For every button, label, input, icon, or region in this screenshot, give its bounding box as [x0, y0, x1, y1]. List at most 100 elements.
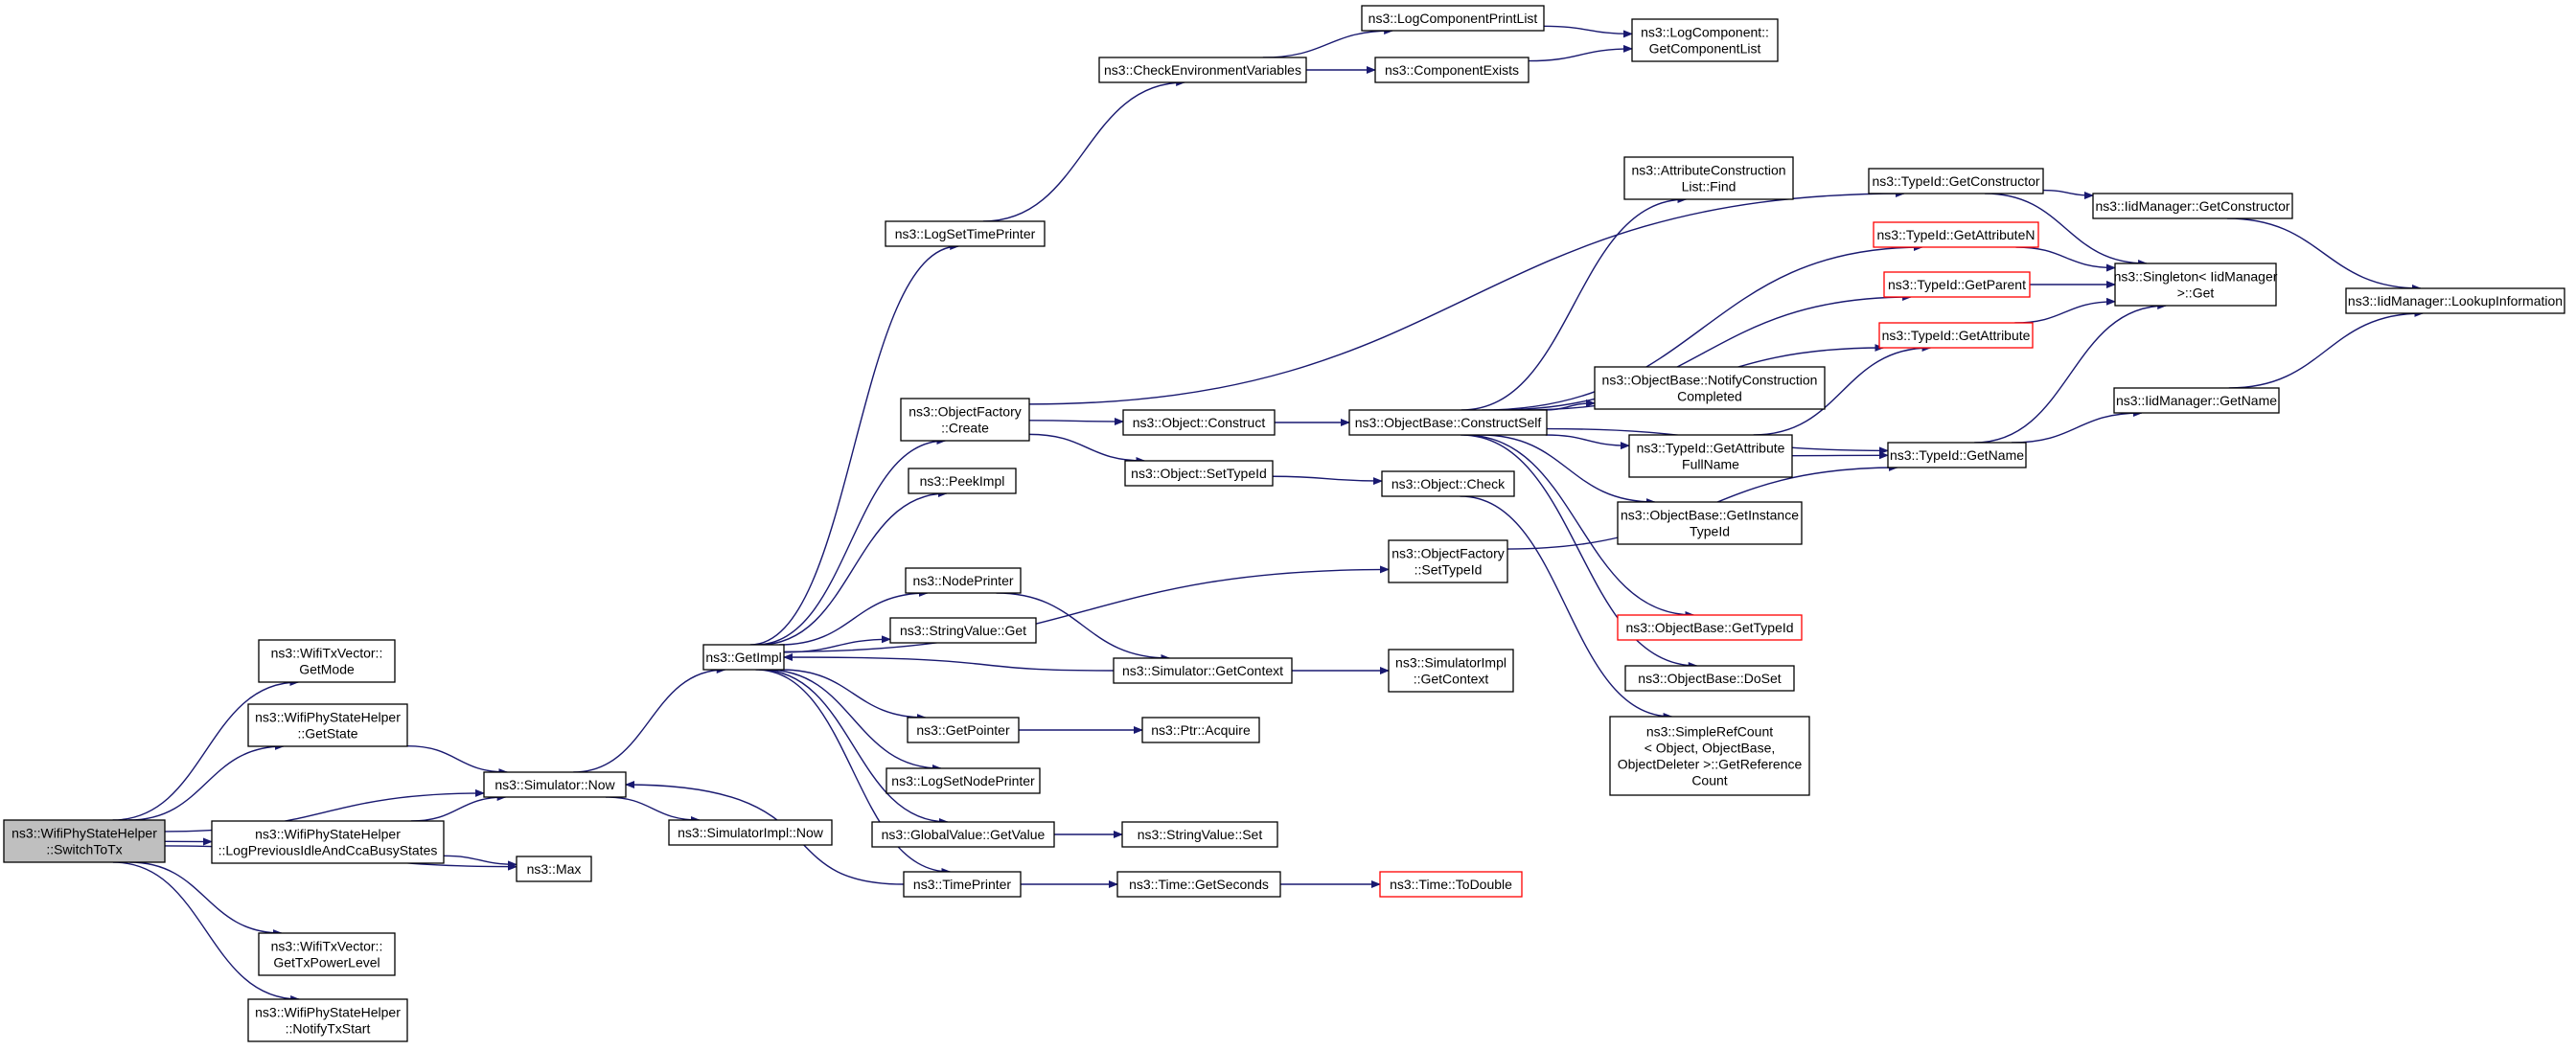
node-wpsh-logprev[interactable]: ns3::WifiPhyStateHelper::LogPreviousIdle… — [211, 820, 445, 864]
node-label: ns3::WifiPhyStateHelper — [12, 826, 157, 841]
node-timeprinter[interactable]: ns3::TimePrinter — [903, 871, 1022, 898]
node-label: FullName — [1682, 457, 1739, 472]
edge-getimpl-to-logsettimeprinter — [749, 242, 960, 646]
node-max[interactable]: ns3::Max — [516, 856, 592, 882]
node-label: ns3::Ptr::Acquire — [1151, 722, 1251, 738]
call-edges — [112, 25, 2425, 1003]
node-box — [247, 998, 408, 1042]
edge-getimpl-to-nodeprinter — [779, 589, 929, 646]
node-box — [1141, 717, 1260, 743]
node-label: ns3::ObjectBase::NotifyConstruction — [1602, 373, 1818, 388]
node-getpointer[interactable]: ns3::GetPointer — [907, 717, 1020, 743]
node-label: Count — [1691, 773, 1727, 788]
node-label: ::GetContext — [1414, 672, 1489, 687]
node-label: ns3::LogSetNodePrinter — [891, 773, 1035, 788]
edge-objfactory_create-to-object_construct — [1028, 418, 1124, 426]
node-wpsh-getstate[interactable]: ns3::WifiPhyStateHelper::GetState — [247, 703, 408, 747]
node-wifitx-getmode[interactable]: ns3::WifiTxVector::GetMode — [258, 639, 396, 683]
node-label: ns3::Time::GetSeconds — [1129, 877, 1269, 892]
edge-sim_getcontext-to-getimpl — [783, 653, 1115, 672]
node-iidmanager-getname[interactable]: ns3::IidManager::GetName — [2113, 387, 2280, 414]
node-logsetnodeprinter[interactable]: ns3::LogSetNodePrinter — [886, 767, 1041, 794]
node-box — [1873, 221, 2039, 248]
node-object-construct[interactable]: ns3::Object::Construct — [1122, 409, 1276, 436]
node-simimpl-getcontext[interactable]: ns3::SimulatorImpl::GetContext — [1388, 649, 1514, 693]
node-simimpl-now[interactable]: ns3::SimulatorImpl::Now — [668, 819, 833, 846]
node-typeid-getname[interactable]: ns3::TypeId::GetName — [1887, 442, 2027, 468]
node-singleton-get[interactable]: ns3::Singleton< IidManager >::Get — [2114, 262, 2278, 307]
node-iidmanager-getconstructor[interactable]: ns3::IidManager::GetConstructor — [2092, 193, 2293, 219]
edge-iidmanager_getconstructor-to-iidmanager_lookupinfo — [2226, 217, 2423, 292]
node-box — [1374, 57, 1530, 83]
node-objbase-gettypeid[interactable]: ns3::ObjectBase::GetTypeId — [1617, 614, 1803, 641]
edge-getimpl-to-globalvalue_getvalue — [759, 669, 949, 826]
node-box — [668, 819, 833, 846]
node-simplerefcount[interactable]: ns3::SimpleRefCount< Object, ObjectBase,… — [1609, 716, 1810, 796]
node-box — [1388, 539, 1508, 583]
node-nodeprinter[interactable]: ns3::NodePrinter — [905, 567, 1022, 594]
node-stringvalue-get[interactable]: ns3::StringValue::Get — [889, 617, 1037, 644]
node-box — [1887, 442, 2027, 468]
node-label: >::Get — [2177, 285, 2215, 301]
node-root[interactable]: ns3::WifiPhyStateHelper::SwitchToTx — [3, 819, 166, 863]
edge-getimpl-to-timeprinter — [755, 669, 952, 876]
node-label: ns3::TimePrinter — [913, 877, 1012, 892]
node-stringvalue-set[interactable]: ns3::StringValue::Set — [1121, 821, 1278, 848]
node-time-getseconds[interactable]: ns3::Time::GetSeconds — [1116, 871, 1281, 898]
node-logcomp-getlist[interactable]: ns3::LogComponent::GetComponentList — [1631, 18, 1779, 62]
edge-objbase_constructself-to-typeid_getattrfullname — [1545, 434, 1630, 450]
node-label: ObjectDeleter >::GetReference — [1618, 757, 1803, 772]
node-label: ns3::SimulatorImpl::Now — [678, 825, 824, 840]
node-logsettimeprinter[interactable]: ns3::LogSetTimePrinter — [885, 220, 1046, 247]
node-label: ns3::WifiTxVector:: — [271, 646, 383, 661]
edge-wpsh_getstate-to-sim_now — [406, 745, 509, 776]
node-objbase-doset[interactable]: ns3::ObjectBase::DoSet — [1624, 665, 1795, 692]
node-typeid-getparent[interactable]: ns3::TypeId::GetParent — [1883, 271, 2031, 298]
node-box — [2114, 262, 2277, 307]
node-typeid-getconstructor[interactable]: ns3::TypeId::GetConstructor — [1868, 168, 2044, 194]
edge-logcompprintlist-to-logcomp_getlist — [1543, 25, 1633, 38]
node-checkenv[interactable]: ns3::CheckEnvironmentVariables — [1098, 57, 1307, 83]
node-objbase-constructself[interactable]: ns3::ObjectBase::ConstructSelf — [1348, 409, 1548, 436]
node-getimpl[interactable]: ns3::GetImpl — [702, 644, 785, 671]
node-ptr-acquire[interactable]: ns3::Ptr::Acquire — [1141, 717, 1260, 743]
node-logcompprintlist[interactable]: ns3::LogComponentPrintList — [1361, 5, 1545, 32]
node-box — [247, 703, 408, 747]
node-label: ns3::ObjectFactory — [1392, 546, 1505, 561]
node-compexists[interactable]: ns3::ComponentExists — [1374, 57, 1530, 83]
node-peekimpl[interactable]: ns3::PeekImpl — [908, 468, 1017, 494]
node-globalvalue-getvalue[interactable]: ns3::GlobalValue::GetValue — [871, 821, 1055, 848]
node-typeid-getattributen[interactable]: ns3::TypeId::GetAttributeN — [1873, 221, 2039, 248]
node-box — [1594, 366, 1826, 410]
edge-root-to-wpsh_notifytxstart — [112, 861, 301, 1003]
node-objbase-notifyconst[interactable]: ns3::ObjectBase::NotifyConstructionCompl… — [1594, 366, 1826, 410]
node-objfactory-create[interactable]: ns3::ObjectFactory::Create — [900, 398, 1030, 442]
node-box — [1617, 501, 1803, 545]
node-iidmanager-lookupinfo[interactable]: ns3::IidManager::LookupInformation — [2345, 287, 2565, 314]
node-object-settypeid[interactable]: ns3::Object::SetTypeId — [1124, 460, 1274, 487]
node-typeid-getattribute[interactable]: ns3::TypeId::GetAttribute — [1878, 322, 2034, 349]
node-sim-now[interactable]: ns3::Simulator::Now — [483, 771, 627, 798]
node-label: ns3::TypeId::GetAttributeN — [1877, 227, 2036, 242]
node-object-check[interactable]: ns3::Object::Check — [1381, 470, 1515, 497]
node-wifitx-gettxpower[interactable]: ns3::WifiTxVector::GetTxPowerLevel — [258, 932, 396, 976]
node-objfactory-settypeid[interactable]: ns3::ObjectFactory::SetTypeId — [1388, 539, 1508, 583]
node-wpsh-notifytxstart[interactable]: ns3::WifiPhyStateHelper::NotifyTxStart — [247, 998, 408, 1042]
edge-wpsh_logprev-to-sim_now — [410, 793, 507, 822]
edge-objbase_constructself-to-objbase_getinstancetypeid — [1480, 434, 1656, 506]
node-time-todouble[interactable]: ns3::Time::ToDouble — [1379, 871, 1523, 898]
node-box — [1388, 649, 1514, 693]
node-box — [900, 398, 1030, 442]
node-label: ::Create — [941, 421, 989, 436]
node-label: ns3::Simulator::GetContext — [1122, 663, 1283, 678]
node-label: GetTxPowerLevel — [273, 955, 380, 970]
node-sim-getcontext[interactable]: ns3::Simulator::GetContext — [1113, 657, 1293, 684]
node-box — [1878, 322, 2034, 349]
node-label: ns3::LogComponentPrintList — [1368, 11, 1538, 26]
edge-typeid_getattribute-to-singleton_get — [2014, 297, 2116, 324]
edge-typeid_getname-to-singleton_get — [1974, 302, 2168, 444]
node-box — [886, 767, 1041, 794]
